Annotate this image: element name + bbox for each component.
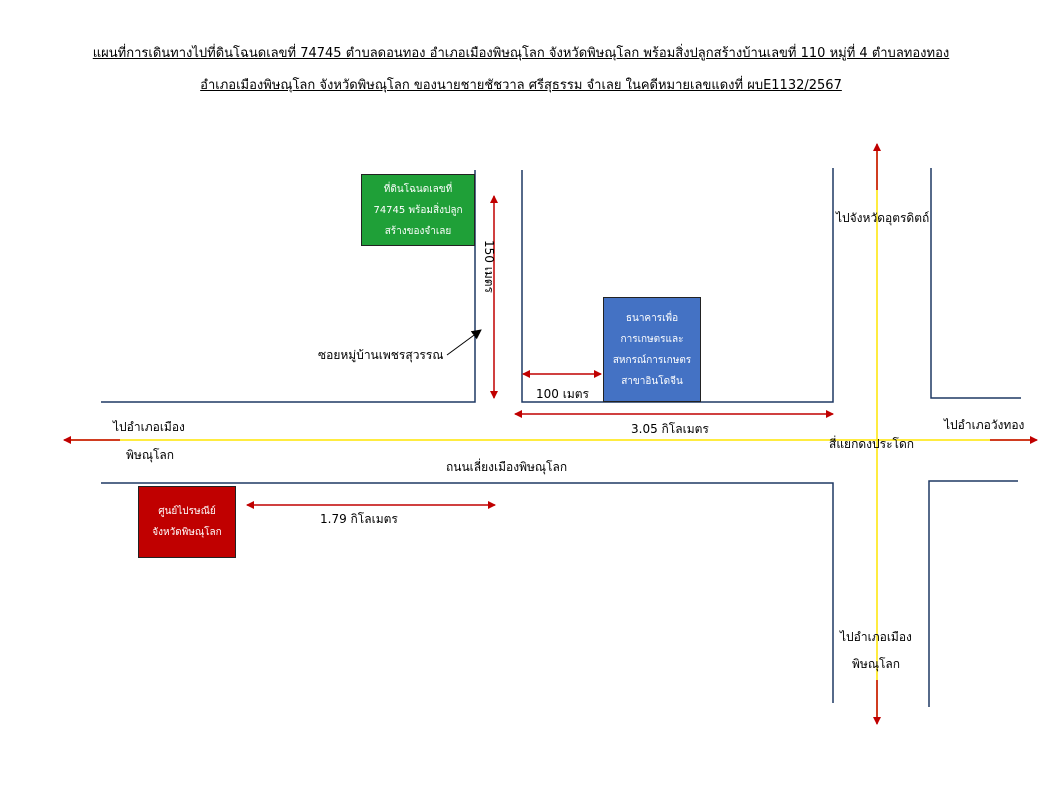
property-box: ที่ดินโฉนดเลขที่ 74745 พร้อมสิ่งปลูก สร้… [361,174,475,246]
post-line-1: ศูนย์ไปรษณีย์ [158,506,216,517]
bank-box: ธนาคารเพื่อ การเกษตรและ สหกรณ์การเกษตร ส… [603,297,701,402]
soi-pointer-arrow [446,329,482,356]
property-line-3: สร้างของจำเลย [384,225,452,237]
intersection-label: สี่แยกดงประโดก [829,437,915,451]
to-mueang-south-line-1: ไปอำเภอเมือง [840,630,912,644]
direction-arrows [63,143,1038,725]
north-right-edge [930,168,1021,399]
bank-line-2: การเกษตรและ [620,333,684,345]
bypass-road-label: ถนนเลี่ยงเมืองพิษณุโลก [446,460,568,474]
to-wangthong-label: ไปอำเภอวังทอง [944,418,1025,432]
south-right-edge [928,480,1018,707]
to-mueang-west-line-2: พิษณุโลก [126,448,175,462]
south-left-edge [101,482,834,703]
bank-line-1: ธนาคารเพื่อ [625,312,679,324]
map-title-line-1: แผนที่การเดินทางไปที่ดินโฉนดเลขที่ 74745… [92,46,950,61]
bank-line-3: สหกรณ์การเกษตร [612,354,692,366]
soi-left-edge [101,170,476,403]
road-edges [101,168,1021,707]
dist-150-label: 150 เมตร [482,240,496,293]
dist-305-label: 3.05 กิโลเมตร [631,422,709,436]
property-line-2: 74745 พร้อมสิ่งปลูก [373,204,463,216]
soi-label: ซอยหมู่บ้านเพชรสุวรรณ [318,348,444,362]
dist-179-label: 1.79 กิโลเมตร [320,512,398,526]
map-title-line-2: อำเภอเมืองพิษณุโลก จังหวัดพิษณุโลก ของนา… [200,78,842,93]
to-uttaradit-label: ไปจังหวัดอุตรดิตถ์ [836,211,930,225]
to-mueang-south-line-2: พิษณุโลก [852,657,901,671]
route-lines [66,150,1033,718]
to-mueang-west-line-1: ไปอำเภอเมือง [113,420,185,434]
post-office-box: ศูนย์ไปรษณีย์ จังหวัดพิษณุโลก [138,486,236,558]
distance-arrows [246,195,834,509]
dist-100-label: 100 เมตร [536,387,589,401]
soi-right-edge [521,168,834,403]
bank-line-4: สาขาอินโดจีน [621,375,683,387]
post-line-2: จังหวัดพิษณุโลก [152,527,222,538]
property-line-1: ที่ดินโฉนดเลขที่ [383,183,453,195]
